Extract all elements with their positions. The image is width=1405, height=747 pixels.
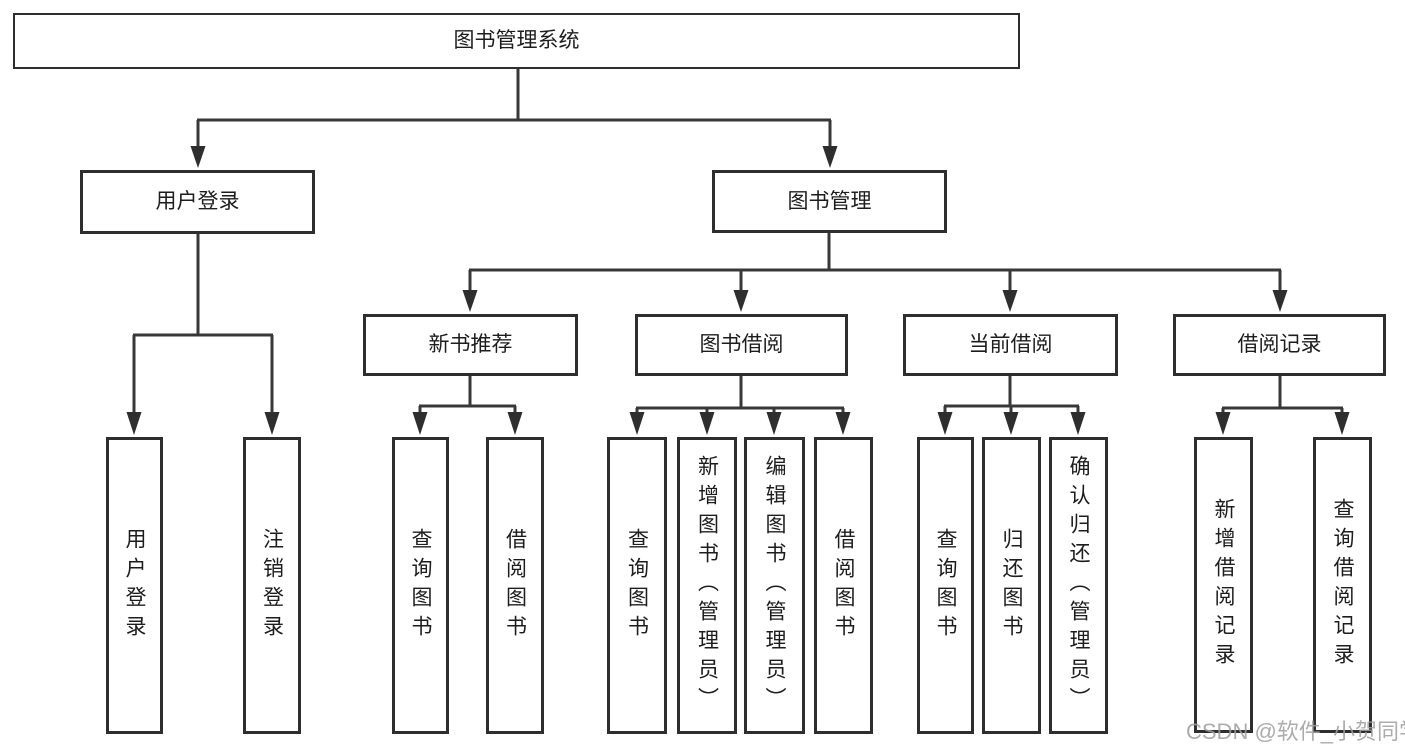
leaf-user-login: 用户登录 — [106, 437, 163, 734]
node-new-book-recommend: 新书推荐 — [363, 314, 578, 376]
leaf-add-book-admin: 新增图书（管理员） — [677, 437, 737, 734]
connector-new-book-recommend-to-leaves — [412, 376, 523, 435]
node-label: 新增借阅记录 — [1212, 498, 1235, 672]
node-user-login: 用户登录 — [80, 170, 315, 234]
node-library-management-system: 图书管理系统 — [13, 13, 1020, 69]
connector-borrow-records-to-leaves — [1215, 376, 1350, 435]
node-book-borrow: 图书借阅 — [635, 314, 848, 376]
node-label: 注销登录 — [260, 527, 284, 644]
node-label: 新书推荐 — [428, 333, 513, 357]
leaf-logout-login: 注销登录 — [243, 437, 301, 734]
node-label: 确认归还（管理员） — [1067, 455, 1090, 716]
leaf-query-borrow-record: 查询借阅记录 — [1313, 437, 1372, 733]
leaf-edit-book-admin: 编辑图书（管理员） — [744, 437, 805, 734]
connector-book-management-to-level3 — [462, 233, 1288, 312]
node-label: 图书管理系统 — [453, 29, 580, 53]
node-label: 查询借阅记录 — [1331, 498, 1354, 672]
node-label: 借阅记录 — [1237, 333, 1322, 357]
node-label: 归还图书 — [1000, 527, 1023, 644]
node-borrow-records: 借阅记录 — [1173, 314, 1386, 376]
leaf-query-books-borrow: 查询图书 — [607, 437, 667, 734]
node-label: 查询图书 — [625, 527, 649, 644]
leaf-query-books-recommend: 查询图书 — [392, 437, 449, 734]
node-label: 当前借阅 — [968, 333, 1053, 357]
connector-root-to-level2 — [190, 69, 838, 168]
node-label: 用户登录 — [123, 527, 146, 644]
leaf-add-borrow-record: 新增借阅记录 — [1194, 437, 1253, 733]
node-label: 借阅图书 — [503, 527, 527, 644]
node-book-management: 图书管理 — [712, 170, 947, 233]
node-label: 图书借阅 — [699, 333, 784, 357]
leaf-confirm-return-admin: 确认归还（管理员） — [1049, 437, 1108, 734]
connector-current-borrow-to-leaves — [937, 376, 1086, 435]
leaf-borrow-books: 借阅图书 — [814, 437, 873, 734]
connector-user-login-to-leaves — [126, 234, 280, 435]
node-current-borrow: 当前借阅 — [903, 314, 1118, 376]
node-label: 查询图书 — [934, 527, 957, 644]
node-label: 用户登录 — [155, 190, 240, 214]
leaf-query-books-current: 查询图书 — [917, 437, 974, 734]
node-label: 借阅图书 — [832, 527, 855, 644]
node-label: 图书管理 — [787, 189, 872, 213]
node-label: 查询图书 — [409, 527, 432, 644]
leaf-return-book: 归还图书 — [982, 437, 1041, 734]
leaf-borrow-books-recommend: 借阅图书 — [486, 437, 544, 734]
node-label: 新增图书（管理员） — [695, 455, 719, 716]
node-label: 编辑图书（管理员） — [763, 455, 786, 716]
csdn-watermark: CSDN @软件_小贺同学 — [1186, 719, 1405, 744]
connector-book-borrow-to-leaves — [629, 376, 851, 435]
